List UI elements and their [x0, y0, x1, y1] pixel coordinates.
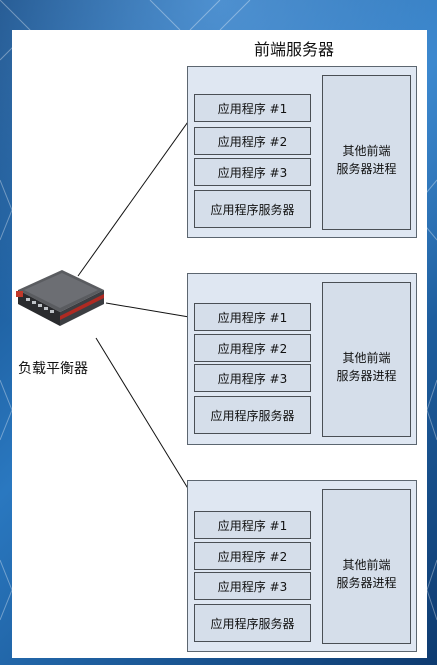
- other-processes-line1: 其他前端: [342, 144, 391, 158]
- other-processes-line1: 其他前端: [342, 558, 391, 572]
- app-box: 应用程序 #2: [194, 542, 311, 570]
- connection-line-2: [105, 302, 196, 319]
- diagram-title: 前端服务器: [254, 40, 335, 59]
- other-processes-line2: 服务器进程: [336, 369, 397, 383]
- app-box: 应用程序 #3: [194, 158, 311, 186]
- load-balancer-icon: [16, 270, 104, 326]
- app-box: 应用程序 #1: [194, 94, 311, 122]
- other-processes-box: 其他前端 服务器进程: [322, 282, 411, 437]
- load-balancer-label: 负载平衡器: [18, 361, 88, 377]
- app-box: 应用程序 #2: [194, 334, 311, 362]
- other-processes-line1: 其他前端: [342, 351, 391, 365]
- frontend-server-3: 应用程序 #1 应用程序 #2 应用程序 #3 应用程序服务器 其他前端 服务器…: [187, 480, 417, 652]
- app-box: 应用程序 #1: [194, 303, 311, 331]
- other-processes-line2: 服务器进程: [336, 162, 397, 176]
- other-processes-box: 其他前端 服务器进程: [322, 75, 411, 230]
- app-server-box: 应用程序服务器: [194, 604, 311, 642]
- app-box: 应用程序 #3: [194, 572, 311, 600]
- connection-line-1: [77, 111, 196, 277]
- connection-line-3: [95, 337, 196, 501]
- frontend-server-1: 应用程序 #1 应用程序 #2 应用程序 #3 应用程序服务器 其他前端 服务器…: [187, 66, 417, 238]
- app-server-box: 应用程序服务器: [194, 190, 311, 228]
- app-box: 应用程序 #1: [194, 511, 311, 539]
- other-processes-line2: 服务器进程: [336, 576, 397, 590]
- other-processes-box: 其他前端 服务器进程: [322, 489, 411, 644]
- app-server-box: 应用程序服务器: [194, 396, 311, 434]
- app-box: 应用程序 #3: [194, 364, 311, 392]
- frontend-server-2: 应用程序 #1 应用程序 #2 应用程序 #3 应用程序服务器 其他前端 服务器…: [187, 273, 417, 445]
- app-box: 应用程序 #2: [194, 127, 311, 155]
